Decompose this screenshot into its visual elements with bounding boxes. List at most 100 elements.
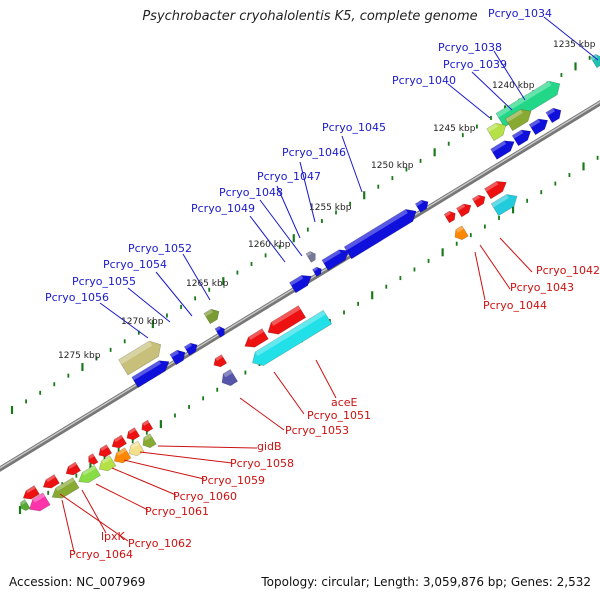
gene-arrow	[267, 305, 307, 335]
gene-arrow-body	[414, 199, 429, 213]
gene-arrow	[490, 194, 518, 217]
gene-arrow-body	[51, 477, 80, 499]
gene-arrow-body	[113, 447, 132, 464]
upper-gene-label-leader	[155, 271, 193, 317]
gene-arrow	[22, 485, 40, 500]
gene-arrow-shine	[116, 447, 127, 456]
gene-arrow	[511, 129, 532, 147]
gene-arrow	[312, 266, 322, 277]
gene-arrow-shine	[82, 465, 97, 476]
gene-arrow-body	[305, 250, 316, 263]
gene-arrow	[528, 118, 549, 136]
gene-arrow-body	[169, 349, 186, 366]
gene-arrow-shine	[130, 441, 140, 449]
gene-arrow	[443, 210, 456, 224]
gene-arrow-body	[590, 54, 600, 69]
lower-gene-label: Pcryo_1058	[230, 457, 294, 470]
upper-gene-label-leader	[249, 215, 286, 263]
gene-arrow-shine	[114, 435, 123, 443]
upper-gene-label-leader	[99, 302, 149, 339]
lower-gene-label-leader	[479, 244, 511, 290]
lower-gene-label: Pcryo_1051	[307, 409, 371, 422]
gene-arrow-shine	[55, 477, 75, 492]
gene-arrow-shine	[490, 140, 507, 153]
lower-gene-label-leader	[95, 483, 149, 511]
gene-arrow-body	[443, 210, 456, 224]
gene-arrow-shine	[455, 225, 464, 233]
upper-gene-label: Pcryo_1056	[45, 291, 109, 304]
gene-arrow	[590, 54, 600, 69]
gene-arrow	[78, 464, 101, 483]
upper-gene-label: Pcryo_1049	[191, 202, 255, 215]
gene-arrow-shine	[128, 427, 137, 434]
gene-arrow-shine	[472, 195, 480, 202]
gene-arrow-body	[490, 140, 515, 160]
gene-arrow-body	[88, 453, 99, 466]
gene-arrow-body	[486, 122, 507, 142]
gene-arrow	[118, 340, 162, 376]
lower-gene-label-leader	[123, 459, 205, 480]
gene-arrow	[289, 275, 312, 294]
gene-arrow-body	[203, 308, 220, 325]
gene-arrow-body	[98, 444, 113, 458]
label-leader-lines	[59, 16, 599, 553]
gene-arrow-body	[213, 354, 228, 368]
gene-arrow	[484, 181, 507, 200]
upper-gene-label-leader	[471, 71, 513, 111]
gene-arrow	[51, 477, 80, 499]
gene-arrow-shine	[444, 211, 451, 217]
gene-arrow	[20, 499, 31, 512]
gene-arrow-body	[126, 427, 141, 441]
lower-gene-label-leader	[499, 237, 533, 273]
gene-arrow-body	[118, 340, 162, 376]
gene-arrow-body	[142, 433, 157, 449]
lower-gene-label: Pcryo_1044	[483, 299, 547, 312]
lower-gene-label-leader	[273, 371, 305, 415]
gene-arrow-body	[20, 499, 31, 512]
gene-arrow-shine	[312, 267, 318, 272]
gene-arrow	[490, 140, 515, 160]
lower-gene-label-leader	[315, 359, 337, 399]
lower-gene-label: Pcryo_1061	[145, 505, 209, 518]
ruler-label: 1265 kbp	[186, 279, 229, 289]
gene-arrow-shine	[46, 474, 56, 483]
gene-arrow-body	[545, 107, 562, 124]
gene-arrow-shine	[20, 499, 27, 505]
gene-arrow-shine	[203, 309, 213, 317]
gene-arrow-shine	[68, 462, 77, 470]
lower-gene-label: aceE	[331, 396, 358, 409]
gene-arrow-body	[29, 492, 51, 512]
lower-gene-label-leader	[81, 489, 107, 534]
gene-arrow-body	[312, 266, 322, 277]
upper-gene-label: Pcryo_1040	[392, 74, 456, 87]
upper-gene-label: Pcryo_1052	[128, 242, 192, 255]
gene-arrow	[244, 328, 269, 348]
gene-arrow-shine	[415, 200, 423, 207]
gene-arrow-shine	[512, 129, 524, 139]
ruler-label: 1270 kbp	[121, 317, 164, 327]
gene-arrow	[111, 434, 127, 449]
gene-arrow-body	[511, 129, 532, 147]
gene-arrow-shine	[214, 326, 221, 332]
gene-arrow-body	[528, 118, 549, 136]
gene-arrow	[486, 122, 507, 142]
gene-arrow	[504, 109, 532, 132]
gene-arrow-body	[252, 309, 333, 366]
accession-text: Accession: NC_007969	[9, 575, 146, 589]
gene-arrow-shine	[344, 209, 408, 251]
upper-gene-label: Pcryo_1034	[488, 7, 552, 20]
lower-gene-label-leader	[59, 493, 129, 542]
lower-gene-label-leader	[157, 445, 258, 449]
ruler-label: 1250 kbp	[371, 161, 414, 171]
lower-gene-label: gidB	[257, 440, 282, 453]
gene-arrow-shine	[143, 433, 152, 441]
gene-arrow-shine	[545, 108, 555, 116]
gene-arrow	[454, 225, 469, 241]
gene-arrow	[131, 360, 170, 388]
gene-arrow-shine	[169, 350, 179, 358]
gene-arrow	[42, 474, 60, 489]
gene-arrow	[343, 209, 417, 260]
upper-gene-label: Pcryo_1054	[103, 258, 167, 271]
gene-arrow-shine	[484, 181, 499, 192]
ruler-label: 1275 kbp	[58, 351, 101, 361]
